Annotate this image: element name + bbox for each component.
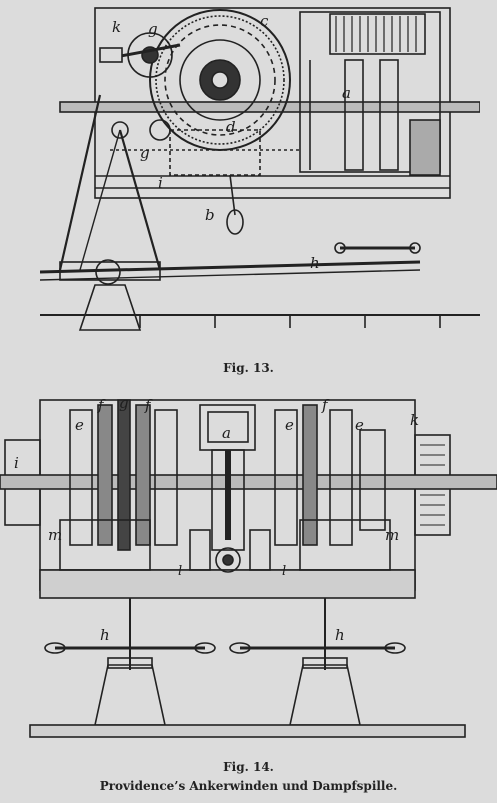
fig14-label-e2: e: [285, 416, 294, 434]
figure-14-drawing: e f g f a e e f k i m m h h l l: [0, 390, 497, 755]
plate-title: Providence’s Ankerwinden und Dampfspille…: [99, 779, 398, 793]
fig14-label-i: i: [14, 454, 19, 472]
fig14-label-l: l: [178, 564, 182, 579]
fig13-label-i: i: [158, 174, 163, 192]
fig13-label-c: c: [260, 12, 269, 30]
fig14-label-a: a: [222, 424, 231, 442]
fig14-label-h1: h: [100, 626, 110, 644]
fig14-label-e3: e: [355, 416, 364, 434]
figure-13-caption: Fig. 13.: [223, 361, 274, 375]
fig14-label-g: g: [119, 394, 129, 412]
fig14-label-h2: h: [335, 626, 345, 644]
fig13-label-a: a: [342, 84, 351, 102]
steam-cylinder: [299, 11, 441, 173]
fig13-label-d: d: [226, 118, 236, 136]
fig14-label-f2: f: [144, 396, 153, 414]
figure-14-svg: e f g f a e e f k i m m h h l l: [0, 394, 497, 738]
fig14-label-l2: l: [282, 564, 286, 579]
fig13-label-k: k: [112, 18, 121, 36]
fig14-label-k: k: [410, 411, 419, 429]
fig13-label-h: h: [310, 254, 320, 272]
figure-13-svg: k g c a d g i b h: [40, 7, 480, 331]
fig14-label-f3: f: [321, 396, 330, 414]
figure-14-caption: Fig. 14.: [223, 760, 274, 774]
fig14-label-e1: e: [75, 416, 84, 434]
fig13-label-g2: g: [140, 144, 150, 162]
figure-13-drawing: k g c a d g i b h: [40, 0, 480, 340]
fig14-label-m2: m: [385, 526, 399, 544]
fig14-label-f1: f: [97, 396, 106, 414]
fig14-label-m1: m: [48, 526, 62, 544]
fig13-label-b: b: [205, 206, 215, 224]
fig13-label-g: g: [148, 20, 158, 38]
